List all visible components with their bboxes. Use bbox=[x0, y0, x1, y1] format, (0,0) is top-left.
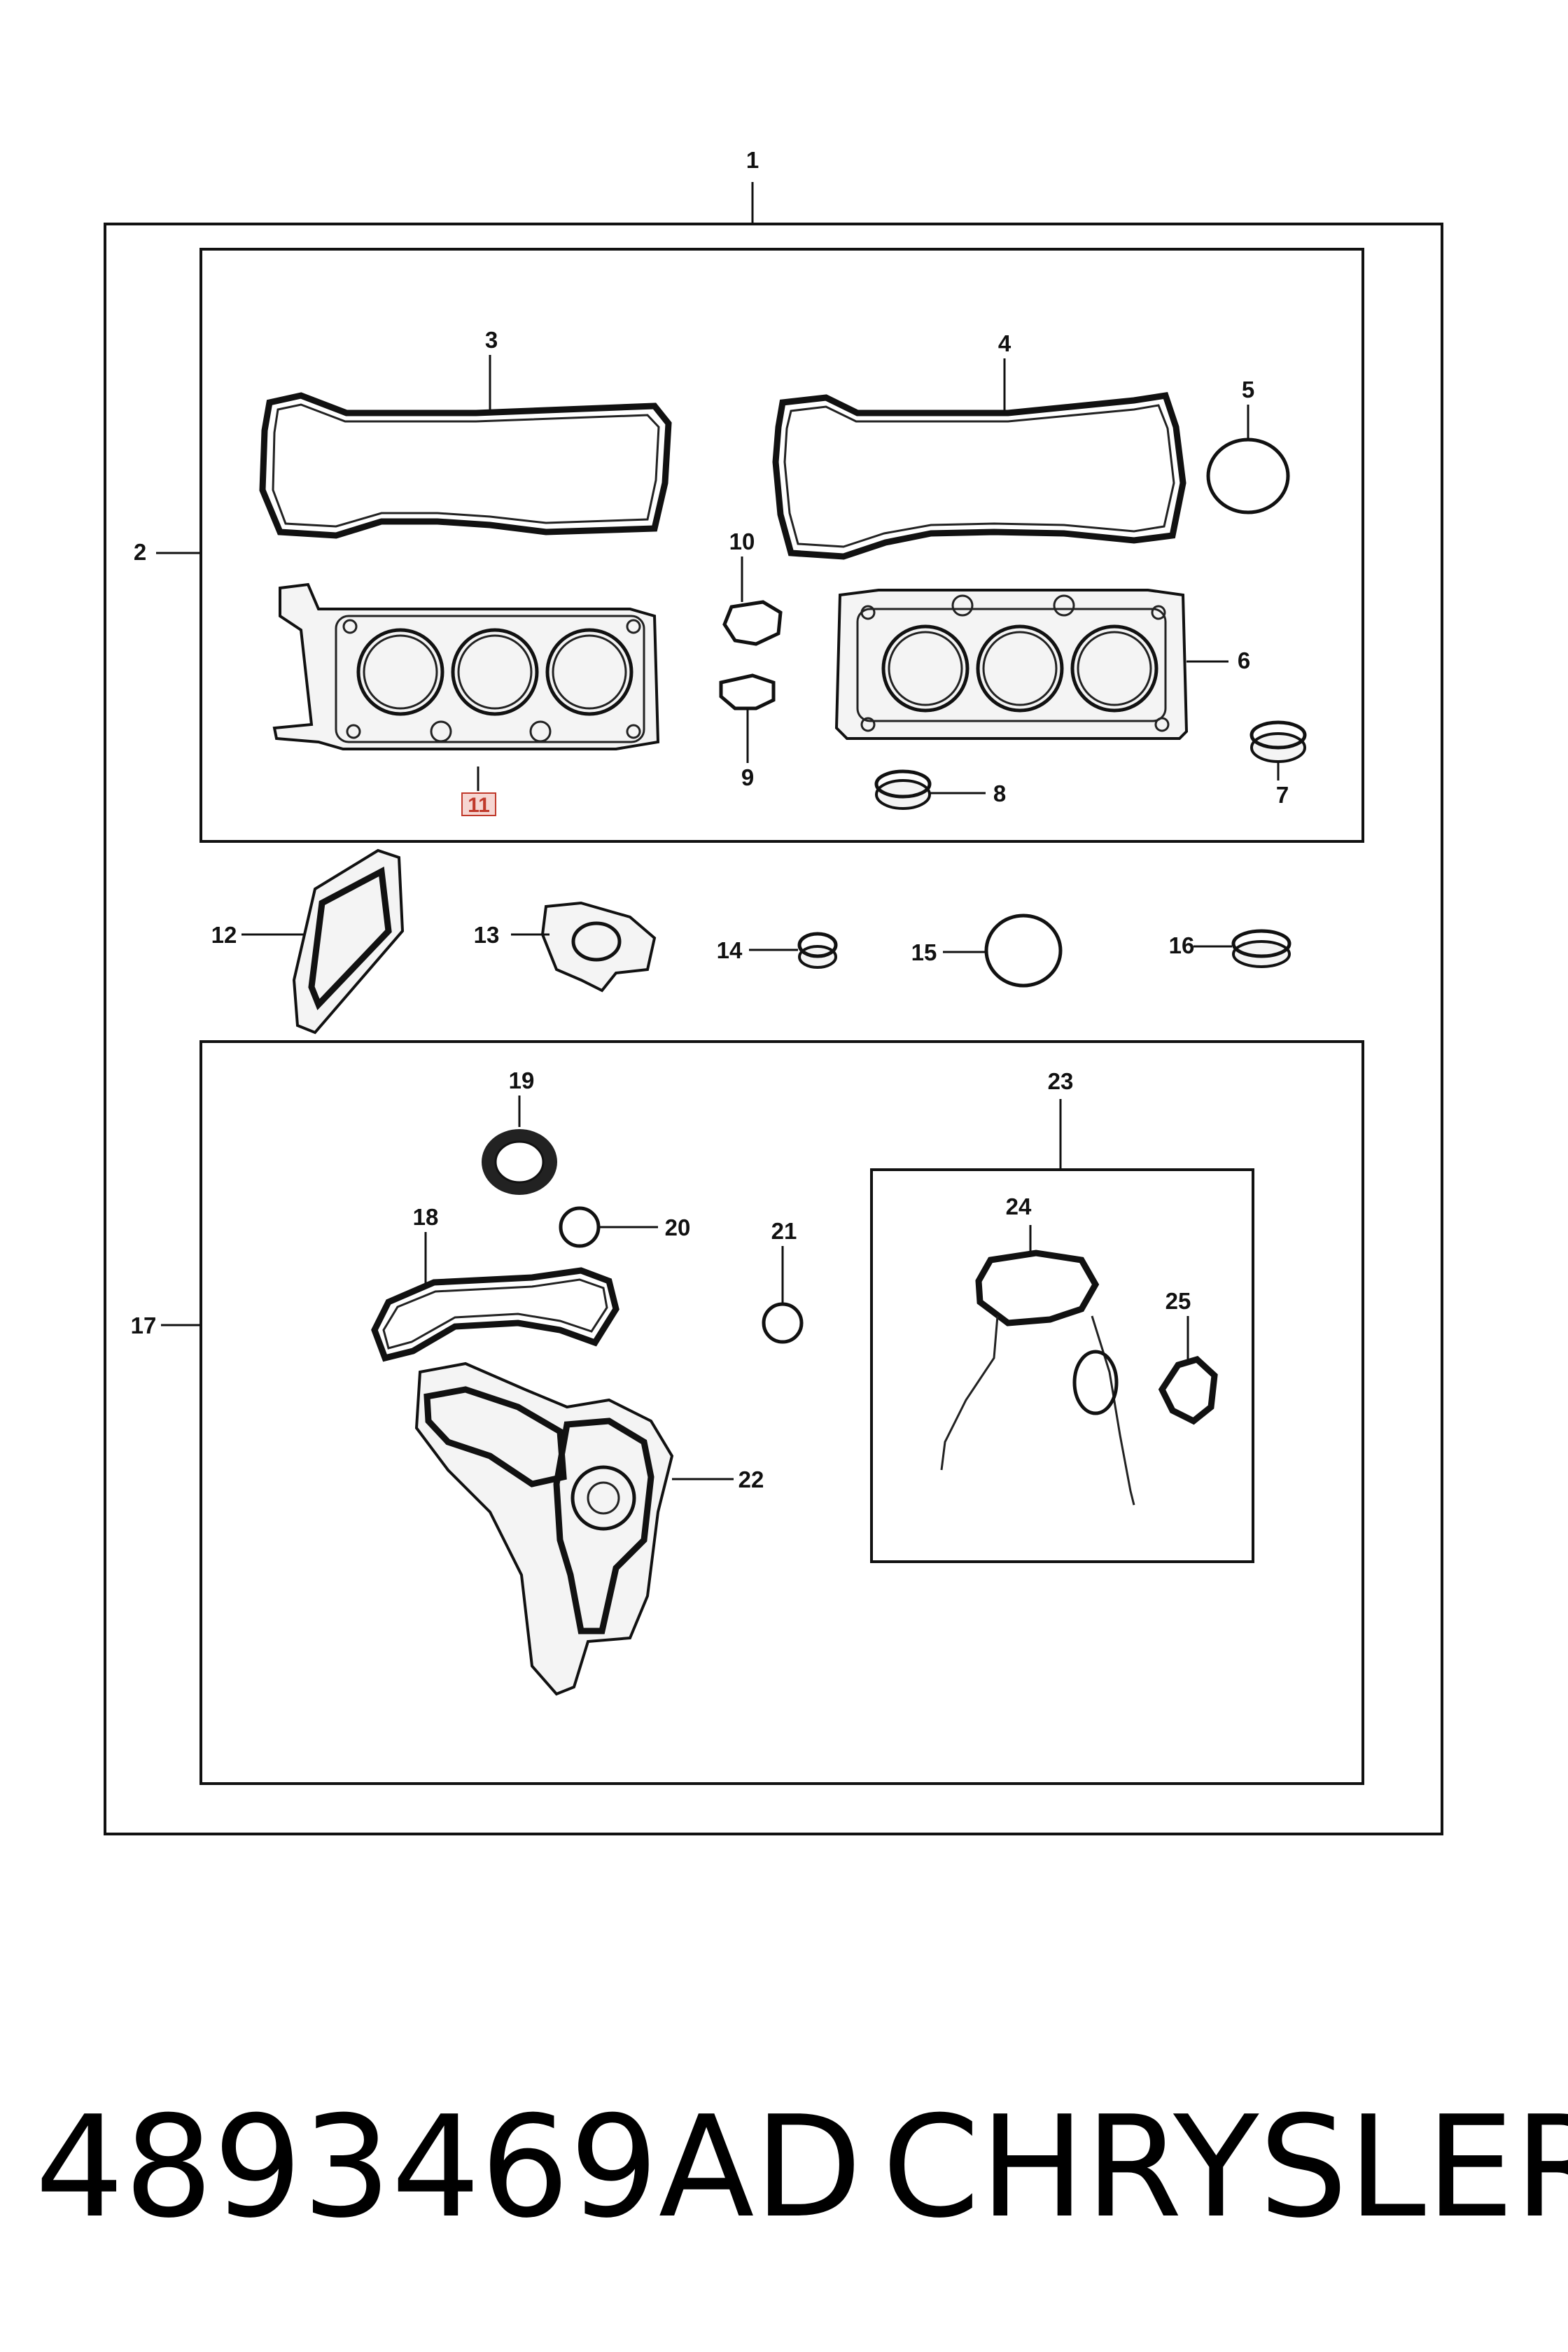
caption: 4893469AD CHRYSLER bbox=[35, 2086, 1568, 2249]
seal-14 bbox=[749, 932, 838, 969]
lower-set-frame bbox=[161, 1040, 1364, 1785]
callout-12: 12 bbox=[211, 922, 237, 948]
callout-13: 13 bbox=[474, 922, 500, 948]
callout-7: 7 bbox=[1276, 782, 1289, 808]
water-pump-gasket-22 bbox=[414, 1362, 734, 1696]
callout-16: 16 bbox=[1169, 932, 1195, 958]
part-number: 4893469AD bbox=[35, 2086, 862, 2249]
seal-7 bbox=[1250, 720, 1307, 780]
o-ring-21 bbox=[762, 1246, 804, 1344]
oil-seal-19 bbox=[482, 1096, 557, 1195]
callout-25: 25 bbox=[1166, 1288, 1191, 1314]
callout-14: 14 bbox=[717, 937, 743, 963]
gasket-9 bbox=[719, 673, 776, 763]
callout-19: 19 bbox=[509, 1068, 535, 1093]
gasket-12 bbox=[241, 848, 405, 1035]
cylinder-head-gasket-left bbox=[272, 582, 660, 816]
callout-17: 17 bbox=[131, 1312, 157, 1338]
o-ring-20 bbox=[559, 1206, 658, 1248]
callout-22: 22 bbox=[738, 1466, 764, 1492]
o-ring-5 bbox=[1206, 405, 1290, 514]
callout-11: 11 bbox=[468, 794, 490, 817]
outer-kit-frame bbox=[104, 182, 1443, 1835]
callout-5: 5 bbox=[1242, 377, 1254, 402]
upper-set-frame bbox=[156, 248, 1364, 843]
callout-1: 1 bbox=[746, 147, 759, 173]
timing-cover-set-frame bbox=[870, 1099, 1254, 1563]
gasket-18 bbox=[371, 1232, 620, 1362]
callout-18: 18 bbox=[413, 1204, 439, 1230]
seal-8 bbox=[874, 769, 986, 810]
timing-cover-gasket-24 bbox=[940, 1225, 1135, 1506]
callout-24: 24 bbox=[1006, 1194, 1032, 1219]
callout-4: 4 bbox=[998, 330, 1011, 356]
callout-10: 10 bbox=[729, 528, 755, 554]
seal-16 bbox=[1194, 929, 1292, 968]
callout-23: 23 bbox=[1048, 1068, 1074, 1094]
callout-8: 8 bbox=[993, 780, 1006, 806]
brand-name: CHRYSLER bbox=[882, 2086, 1568, 2249]
callout-3: 3 bbox=[485, 327, 498, 353]
gasket-10 bbox=[722, 556, 783, 646]
callouts: 1 2 3 4 5 6 7 8 9 10 11 12 13 14 15 16 1… bbox=[131, 147, 1289, 1492]
callout-15: 15 bbox=[911, 939, 937, 965]
gasket-25 bbox=[1158, 1316, 1218, 1425]
callout-9: 9 bbox=[741, 764, 754, 790]
callout-20: 20 bbox=[665, 1214, 691, 1240]
cylinder-head-gasket-right bbox=[834, 589, 1228, 740]
callout-6: 6 bbox=[1238, 648, 1250, 673]
o-ring-15 bbox=[943, 913, 1063, 988]
callout-21: 21 bbox=[771, 1218, 797, 1244]
callout-2: 2 bbox=[134, 539, 146, 565]
gasket-13 bbox=[511, 901, 657, 993]
valve-cover-gasket-left bbox=[259, 355, 672, 539]
valve-cover-gasket-right bbox=[772, 358, 1186, 560]
